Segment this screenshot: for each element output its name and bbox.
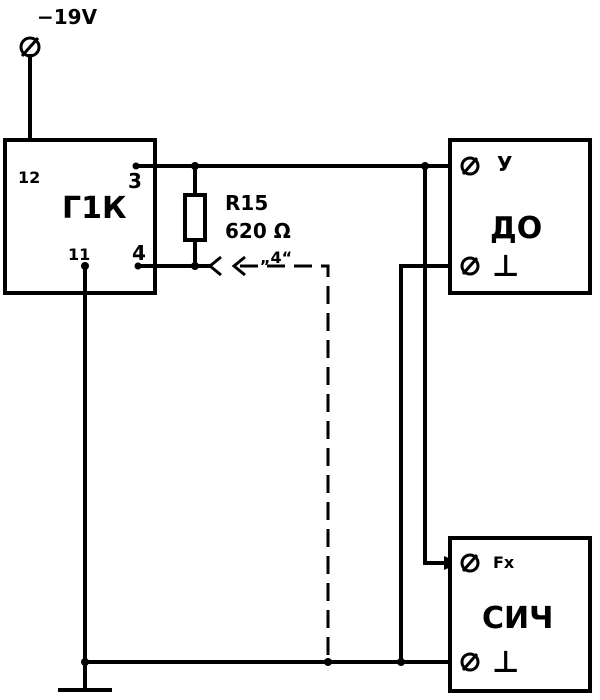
- sich-ground-terminal: [460, 652, 480, 672]
- do-block-title: ДО: [490, 211, 542, 246]
- probe-dashed-wire: [240, 264, 330, 660]
- supply-terminal: [19, 36, 41, 58]
- g1k-block: [3, 138, 157, 295]
- g1k-pin-11-label: 11: [68, 245, 90, 264]
- probe-fork: [209, 255, 222, 277]
- junction-ground-right: [397, 658, 405, 666]
- junction-probe-ground: [324, 658, 332, 666]
- r15-value-label: 620 Ω: [225, 219, 291, 243]
- g1k-pin-3-label: 3: [128, 169, 142, 193]
- sich-ground-label: ⊥: [492, 645, 519, 680]
- probe-arrow-icon: [231, 255, 246, 277]
- do-ground-terminal: [460, 256, 480, 276]
- g1k-pin-12-label: 12: [18, 168, 40, 187]
- sich-fx-label: Fx: [493, 553, 515, 572]
- sich-fx-terminal: [460, 553, 480, 573]
- do-input-label: У: [497, 152, 512, 176]
- g1k-pin-4-label: 4: [132, 241, 146, 265]
- r15-ref-label: R15: [225, 191, 268, 215]
- junction-r15-bottom: [191, 262, 199, 270]
- probe-point-label: „4“: [260, 248, 292, 267]
- do-block: [448, 138, 592, 295]
- r15-resistor: [183, 193, 207, 242]
- supply-voltage-label: −19V: [37, 5, 98, 29]
- g1k-block-title: Г1К: [62, 191, 127, 226]
- sich-block: [448, 536, 592, 693]
- junction-ground-left: [81, 658, 89, 666]
- do-ground-label: ⊥: [492, 249, 519, 284]
- sich-block-title: СИЧ: [482, 601, 553, 636]
- do-input-terminal: [460, 156, 480, 176]
